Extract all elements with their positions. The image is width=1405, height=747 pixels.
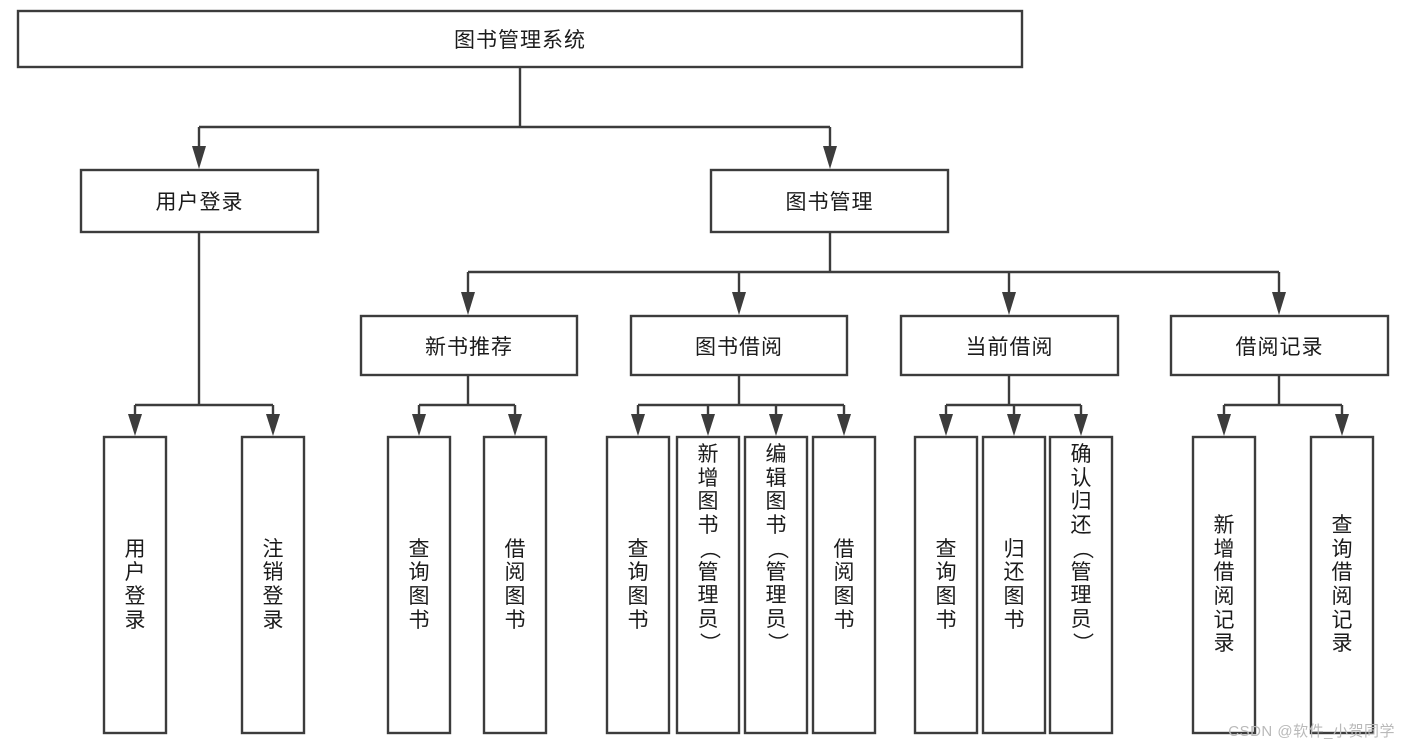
arrow-head-icon — [128, 414, 142, 436]
node-box-root[interactable] — [16, 9, 1024, 69]
leaf-box[interactable] — [240, 435, 306, 735]
leaf-box[interactable] — [102, 435, 168, 735]
arrow-head-icon — [732, 292, 746, 315]
connector-group-borrowrecord-to-leaves — [1217, 375, 1349, 436]
connector-group-root-to-level1 — [192, 67, 837, 169]
leaf-box[interactable] — [675, 435, 741, 735]
connector-group-bookborrow-to-leaves — [631, 375, 851, 436]
arrow-head-icon — [508, 414, 522, 436]
leaf-box[interactable] — [605, 435, 671, 735]
arrow-head-icon — [412, 414, 426, 436]
leaf-box[interactable] — [811, 435, 877, 735]
leaf-box[interactable] — [482, 435, 548, 735]
node-box-user-login[interactable] — [79, 168, 320, 234]
arrow-head-icon — [939, 414, 953, 436]
node-box-book-borrow[interactable] — [629, 314, 849, 377]
arrow-head-icon — [631, 414, 645, 436]
arrow-head-icon — [701, 414, 715, 436]
arrow-head-icon — [461, 292, 475, 315]
arrow-head-icon — [769, 414, 783, 436]
arrow-head-icon — [1217, 414, 1231, 436]
leaf-box[interactable] — [1191, 435, 1257, 735]
node-box-borrow-record[interactable] — [1169, 314, 1390, 377]
node-box-book-management[interactable] — [709, 168, 950, 234]
arrow-head-icon — [837, 414, 851, 436]
connector-group-newbook-to-leaves — [412, 375, 522, 436]
leaf-box[interactable] — [386, 435, 452, 735]
arrow-head-icon — [1007, 414, 1021, 436]
connector-group-bookmgmt-to-level2 — [461, 232, 1286, 315]
connector-group-currentborrow-to-leaves — [939, 375, 1088, 436]
arrow-head-icon — [1272, 292, 1286, 315]
arrow-head-icon — [192, 146, 206, 169]
leaf-box[interactable] — [981, 435, 1047, 735]
arrow-head-icon — [266, 414, 280, 436]
node-box-current-borrow[interactable] — [899, 314, 1120, 377]
node-box-new-book-recommend[interactable] — [359, 314, 579, 377]
arrow-head-icon — [1074, 414, 1088, 436]
connector-group-userlogin-to-leaves — [128, 232, 280, 436]
arrow-head-icon — [1002, 292, 1016, 315]
watermark-text: CSDN @软件_小贺同学 — [1228, 723, 1395, 740]
leaf-box[interactable] — [743, 435, 809, 735]
arrow-head-icon — [823, 146, 837, 169]
leaf-box[interactable] — [1309, 435, 1375, 735]
leaf-box[interactable] — [1048, 435, 1114, 735]
arrow-head-icon — [1335, 414, 1349, 436]
leaf-box[interactable] — [913, 435, 979, 735]
